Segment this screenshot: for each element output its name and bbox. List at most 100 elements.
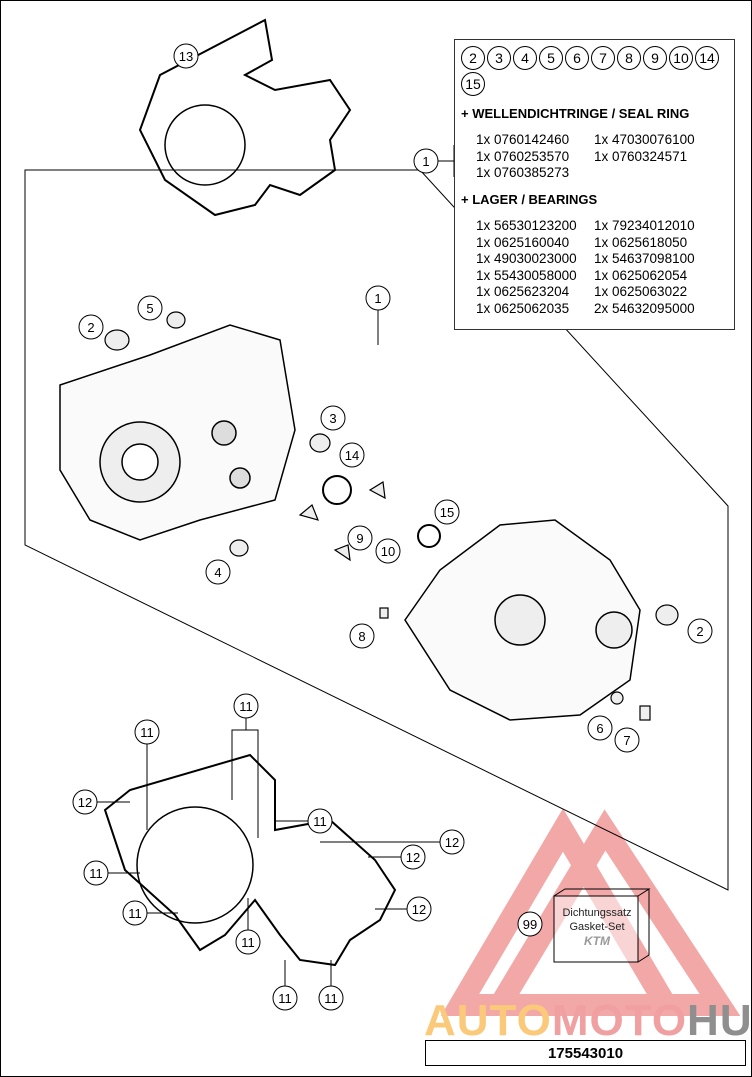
callout-9: 9 — [347, 525, 373, 551]
svg-text:6: 6 — [596, 721, 603, 736]
callout-13: 13 — [173, 43, 199, 69]
gasket-kit-box — [553, 888, 651, 963]
callout-12: 12 — [400, 844, 426, 870]
callout-11: 11 — [235, 929, 261, 955]
gasket-bottom — [103, 753, 397, 967]
bearing-item: 1x 0625618050 — [594, 234, 688, 250]
callout-11: 11 — [83, 860, 109, 886]
svg-text:11: 11 — [278, 991, 292, 1006]
gasket-kit-line1: Dichtungssatz — [562, 907, 632, 919]
parts-list-box: 2 3 4 5 6 7 8 9 10 14 15 + WELLENDICHTRI… — [454, 39, 735, 330]
callout-1: 1 — [365, 285, 391, 311]
included-callout: 4 — [513, 46, 537, 70]
gasket-13 — [138, 18, 352, 217]
svg-text:2: 2 — [696, 624, 703, 639]
seal-item: 1x 0760385273 — [476, 165, 570, 180]
bearing-item: 1x 54637098100 — [594, 251, 695, 266]
watermark-moto: MOTO — [551, 996, 688, 1045]
included-callouts: 2 3 4 5 6 7 8 9 10 14 15 — [461, 46, 731, 96]
included-callout: 14 — [695, 46, 719, 70]
callout-7: 7 — [614, 727, 640, 753]
svg-text:11: 11 — [140, 725, 154, 740]
callout-4: 4 — [205, 559, 231, 585]
included-callout: 6 — [565, 46, 589, 70]
svg-text:4: 4 — [214, 565, 221, 580]
callout-5: 5 — [137, 295, 163, 321]
svg-text:10: 10 — [381, 544, 395, 559]
bearing-item: 1x 55430058000 — [476, 267, 577, 283]
callout-1: 1 — [413, 148, 439, 174]
bearing-item: 1x 79234012010 — [594, 218, 695, 233]
callout-11: 11 — [307, 808, 333, 834]
callout-11: 11 — [134, 719, 160, 745]
callout-6: 6 — [587, 715, 613, 741]
svg-text:1: 1 — [374, 291, 381, 306]
seal-item: 1x 0760142460 — [476, 132, 570, 147]
callout-99: 99 — [517, 911, 543, 937]
svg-text:12: 12 — [445, 835, 459, 850]
svg-text:12: 12 — [406, 850, 420, 865]
callout-2: 2 — [78, 314, 104, 340]
crankcase-left — [59, 324, 296, 541]
ktm-logo: KTM — [584, 934, 610, 948]
included-callout: 3 — [487, 46, 511, 70]
assembly-boundary — [24, 169, 729, 891]
callout-12: 12 — [439, 829, 465, 855]
included-callout: 2 — [461, 46, 485, 70]
svg-text:1: 1 — [422, 154, 429, 169]
svg-text:9: 9 — [356, 531, 363, 546]
callout-12: 12 — [72, 789, 98, 815]
watermark-hub: HUB — [687, 996, 752, 1045]
svg-text:15: 15 — [440, 505, 454, 520]
svg-text:11: 11 — [324, 991, 338, 1006]
svg-text:12: 12 — [78, 795, 92, 810]
bearings-list: 1x 56530123200 1x 79234012010 1x 0625160… — [476, 218, 744, 317]
leader-lines — [97, 145, 455, 986]
svg-text:99: 99 — [523, 917, 537, 932]
included-callout: 5 — [539, 46, 563, 70]
seal-ring-heading: + WELLENDICHTRINGE / SEAL RING — [461, 106, 690, 121]
watermark-text: AUTOMOTOHUB — [424, 996, 752, 1046]
callout-14: 14 — [339, 442, 365, 468]
gasket-kit-line2: Gasket-Set — [569, 921, 625, 933]
bearing-item: 1x 0625063022 — [594, 284, 688, 299]
gasket-kit-label: Dichtungssatz Gasket-Set KTM — [556, 896, 638, 948]
included-callout: 15 — [461, 72, 485, 96]
svg-text:13: 13 — [179, 49, 193, 64]
svg-text:12: 12 — [412, 902, 426, 917]
bearing-item: 2x 54632095000 — [594, 300, 695, 316]
svg-text:7: 7 — [623, 733, 630, 748]
callout-8: 8 — [349, 623, 375, 649]
svg-text:11: 11 — [128, 906, 142, 921]
bearing-item: 1x 0625160040 — [476, 234, 570, 250]
small-parts — [104, 311, 679, 721]
callouts: 13 1 1 5 2 3 14 15 9 10 4 8 2 6 7 11 11 … — [72, 43, 713, 1011]
svg-text:3: 3 — [329, 411, 336, 426]
svg-text:14: 14 — [345, 448, 359, 463]
svg-text:8: 8 — [358, 629, 365, 644]
callout-11: 11 — [122, 900, 148, 926]
included-callout: 9 — [643, 46, 667, 70]
bearings-heading: + LAGER / BEARINGS — [461, 192, 598, 207]
callout-11: 11 — [233, 693, 259, 719]
included-callout: 7 — [591, 46, 615, 70]
crankcase-right — [404, 519, 641, 721]
seal-item: 1x 47030076100 — [594, 132, 695, 147]
svg-text:2: 2 — [87, 320, 94, 335]
callout-2: 2 — [687, 618, 713, 644]
callout-10: 10 — [375, 538, 401, 564]
callout-3: 3 — [320, 405, 346, 431]
diagram-number: 175543010 — [425, 1040, 746, 1066]
bearing-item: 1x 49030023000 — [476, 251, 577, 266]
bearing-item: 1x 0625062054 — [594, 267, 688, 283]
svg-text:5: 5 — [146, 301, 153, 316]
bearing-item: 1x 0625623204 — [476, 284, 570, 299]
included-callout: 8 — [617, 46, 641, 70]
seal-item: 1x 0760324571 — [594, 148, 688, 164]
callout-12: 12 — [406, 896, 432, 922]
svg-text:11: 11 — [89, 866, 103, 881]
callout-11: 11 — [272, 985, 298, 1011]
seal-ring-list: 1x 0760142460 1x 47030076100 1x 07602535… — [476, 132, 744, 182]
bearing-item: 1x 0625062035 — [476, 300, 570, 316]
